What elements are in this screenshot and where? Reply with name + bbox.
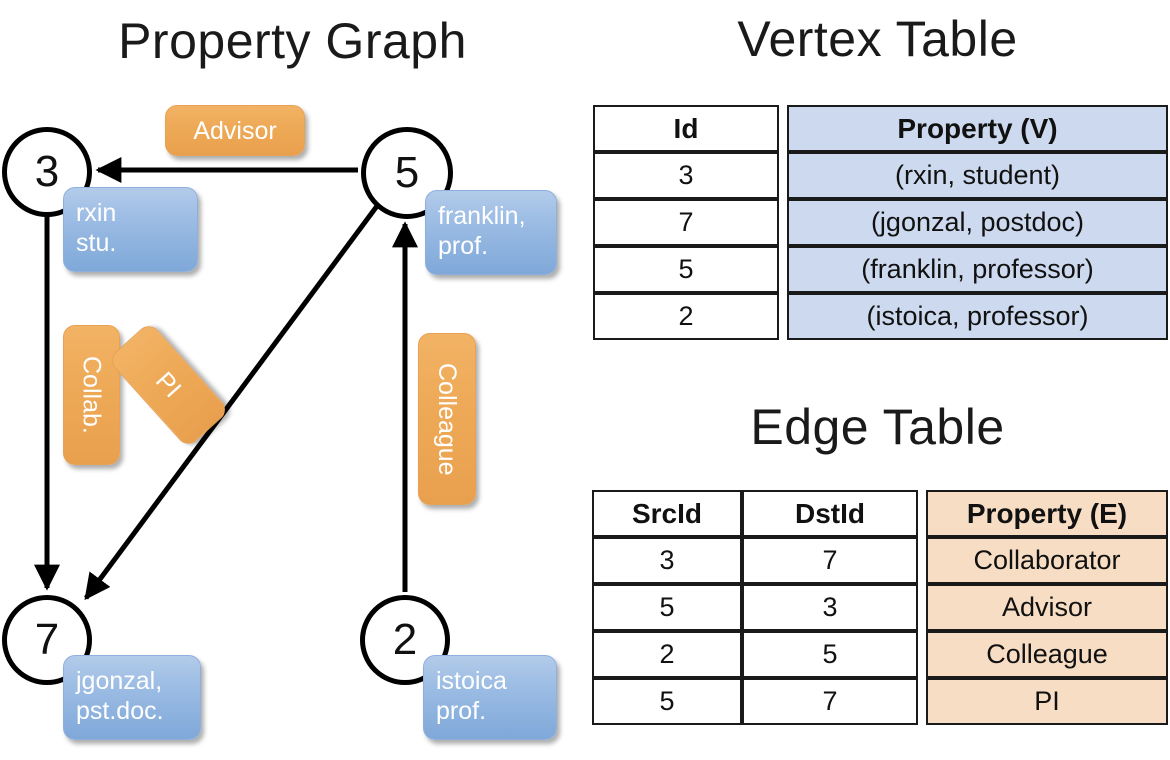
edge-table-cell-srcid: 5 bbox=[592, 678, 742, 725]
vertex-property-istoica-line1: istoica bbox=[436, 667, 507, 695]
table-row[interactable]: 2 (istoica, professor) bbox=[593, 293, 1168, 340]
page-title-edge-table: Edge Table bbox=[750, 399, 1005, 455]
vertex-node-7-label: 7 bbox=[34, 615, 60, 664]
edge-table: SrcId DstId Property (E) 3 7 Collaborato… bbox=[592, 490, 1168, 725]
vertex-node-2-label: 2 bbox=[392, 615, 418, 664]
graph-edges-svg bbox=[34, 157, 418, 601]
vertex-node-5[interactable]: 5 bbox=[361, 127, 453, 219]
vertex-table-cell-id: 2 bbox=[593, 293, 779, 340]
vertex-table-column-gap bbox=[779, 105, 787, 152]
table-row[interactable]: 3 7 Collaborator bbox=[592, 537, 1168, 584]
property-graph-diagram: 3 5 7 2 rxin stu. franklin, prof. jgonza… bbox=[2, 105, 557, 740]
vertex-property-box-jgonzal[interactable]: jgonzal, pst.doc. bbox=[63, 655, 201, 740]
vertex-property-box-rxin[interactable]: rxin stu. bbox=[63, 187, 198, 272]
edge-label-box-colleague[interactable]: Colleague bbox=[418, 333, 476, 505]
edge-table-cell-dstid: 7 bbox=[742, 678, 918, 725]
vertex-property-rxin-line1: rxin bbox=[76, 199, 117, 227]
vertex-property-box-istoica[interactable]: istoica prof. bbox=[423, 655, 557, 740]
edge-5-to-7-pi bbox=[83, 204, 380, 601]
vertex-table-column-gap bbox=[779, 246, 787, 293]
vertex-node-5-label: 5 bbox=[394, 148, 420, 197]
vertex-property-franklin-line2: prof. bbox=[438, 232, 489, 260]
vertex-node-3-label: 3 bbox=[34, 147, 60, 196]
edge-table-cell-dstid: 5 bbox=[742, 631, 918, 678]
vertex-table-column-gap bbox=[779, 152, 787, 199]
vertex-table-header-id: Id bbox=[593, 105, 779, 152]
vertex-property-franklin-line1: franklin, bbox=[438, 202, 526, 230]
vertex-table-cell-property: (istoica, professor) bbox=[787, 293, 1168, 340]
edge-label-colleague-text: Colleague bbox=[433, 362, 461, 476]
edge-table-cell-srcid: 5 bbox=[592, 584, 742, 631]
edge-table-column-gap bbox=[918, 678, 926, 725]
vertex-table-header-row: Id Property (V) bbox=[593, 105, 1168, 152]
table-row[interactable]: 7 (jgonzal, postdoc) bbox=[593, 199, 1168, 246]
page-title-vertex-table: Vertex Table bbox=[737, 11, 1018, 67]
edge-label-box-advisor[interactable]: Advisor bbox=[165, 105, 305, 156]
vertex-table-column-gap bbox=[779, 293, 787, 340]
edge-table-cell-srcid: 2 bbox=[592, 631, 742, 678]
vertex-node-2[interactable]: 2 bbox=[360, 595, 450, 685]
edge-label-collab-text: Collab. bbox=[77, 356, 106, 434]
edge-table-cell-dstid: 3 bbox=[742, 584, 918, 631]
vertex-table-header-property: Property (V) bbox=[787, 105, 1168, 152]
edge-label-advisor-text: Advisor bbox=[193, 116, 277, 145]
table-row[interactable]: 2 5 Colleague bbox=[592, 631, 1168, 678]
vertex-table-cell-property: (jgonzal, postdoc) bbox=[787, 199, 1168, 246]
page-title-property-graph: Property Graph bbox=[118, 13, 467, 69]
edge-table-header-row: SrcId DstId Property (E) bbox=[592, 490, 1168, 537]
table-row[interactable]: 5 (franklin, professor) bbox=[593, 246, 1168, 293]
vertex-table-cell-property: (rxin, student) bbox=[787, 152, 1168, 199]
edge-label-pi-text: PI bbox=[150, 366, 187, 404]
edge-table-column-gap bbox=[918, 490, 926, 537]
edge-table-column-gap bbox=[918, 631, 926, 678]
edge-table-cell-dstid: 7 bbox=[742, 537, 918, 584]
vertex-property-jgonzal-line1: jgonzal, bbox=[76, 667, 163, 695]
vertex-table: Id Property (V) 3 (rxin, student) 7 (jgo… bbox=[593, 105, 1168, 340]
vertex-property-istoica-line2: prof. bbox=[436, 697, 487, 725]
vertex-table-column-gap bbox=[779, 199, 787, 246]
vertex-table-cell-id: 7 bbox=[593, 199, 779, 246]
vertex-property-box-franklin[interactable]: franklin, prof. bbox=[425, 190, 557, 275]
edge-table-cell-property: Advisor bbox=[926, 584, 1168, 631]
edge-table-header-dstid: DstId bbox=[742, 490, 918, 537]
edge-table-cell-srcid: 3 bbox=[592, 537, 742, 584]
table-row[interactable]: 5 3 Advisor bbox=[592, 584, 1168, 631]
vertex-table-cell-id: 3 bbox=[593, 152, 779, 199]
edge-table-header-property: Property (E) bbox=[926, 490, 1168, 537]
edge-table-cell-property: PI bbox=[926, 678, 1168, 725]
table-row[interactable]: 5 7 PI bbox=[592, 678, 1168, 725]
edge-label-box-collab[interactable]: Collab. bbox=[63, 325, 120, 465]
edge-table-column-gap bbox=[918, 537, 926, 584]
vertex-table-cell-property: (franklin, professor) bbox=[787, 246, 1168, 293]
edge-table-cell-property: Collaborator bbox=[926, 537, 1168, 584]
vertex-property-rxin-line2: stu. bbox=[76, 229, 117, 257]
vertex-property-jgonzal-line2: pst.doc. bbox=[76, 697, 164, 725]
vertex-table-cell-id: 5 bbox=[593, 246, 779, 293]
edge-table-header-srcid: SrcId bbox=[592, 490, 742, 537]
table-row[interactable]: 3 (rxin, student) bbox=[593, 152, 1168, 199]
edge-table-cell-property: Colleague bbox=[926, 631, 1168, 678]
edge-table-column-gap bbox=[918, 584, 926, 631]
